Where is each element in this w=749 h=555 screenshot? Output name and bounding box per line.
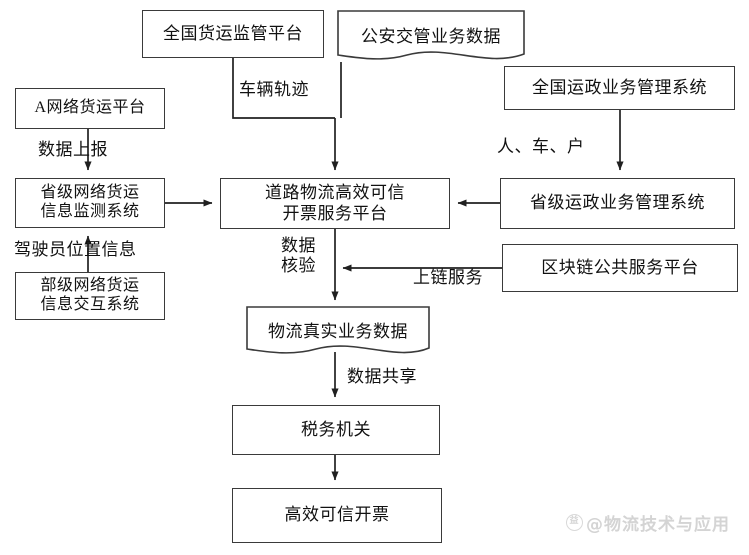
- node-efficient-invoicing[interactable]: 高效可信开票: [232, 488, 442, 543]
- edge-label-vehicle-track: 车辆轨迹: [239, 80, 309, 99]
- edge-label-data-verification: 数据 核验: [281, 236, 316, 276]
- edge-label-driver-location: 驾驶员位置信息: [14, 240, 137, 259]
- node-national-freight-platform[interactable]: 全国货运监管平台: [142, 10, 324, 58]
- node-provincial-monitor[interactable]: 省级网络货运 信息监测系统: [15, 178, 165, 228]
- watermark-text: @物流技术与应用: [586, 515, 730, 535]
- node-core-platform[interactable]: 道路物流高效可信 开票服务平台: [220, 178, 450, 229]
- node-logistics-real-data[interactable]: 物流真实业务数据: [246, 306, 430, 360]
- node-traffic-police-data-label: 公安交管业务数据: [361, 27, 501, 46]
- node-tax-authority[interactable]: 税务机关: [232, 405, 440, 455]
- document-shape-icon: [337, 10, 525, 60]
- node-blockchain-platform[interactable]: 区块链公共服务平台: [502, 244, 738, 292]
- node-provincial-transport-admin[interactable]: 省级运政业务管理系统: [500, 178, 735, 229]
- edge-label-data-sharing: 数据共享: [347, 367, 417, 386]
- watermark-badge-icon: 益: [566, 514, 583, 531]
- node-traffic-police-data[interactable]: 公安交管业务数据: [337, 10, 525, 66]
- edge-label-people-vehicle-household: 人、车、户: [497, 137, 585, 156]
- watermark: 益 @物流技术与应用: [566, 510, 730, 535]
- wire-national-freight-to-junction: [232, 58, 335, 119]
- node-national-transport-admin[interactable]: 全国运政业务管理系统: [504, 66, 735, 110]
- document-shape-icon: [246, 306, 430, 354]
- edge-label-on-chain-service: 上链服务: [413, 268, 483, 287]
- node-ministry-exchange[interactable]: 部级网络货运 信息交互系统: [15, 272, 165, 320]
- node-platform-a[interactable]: A网络货运平台: [15, 88, 165, 129]
- node-logistics-real-data-label: 物流真实业务数据: [268, 322, 408, 341]
- edge-label-data-report: 数据上报: [38, 140, 108, 159]
